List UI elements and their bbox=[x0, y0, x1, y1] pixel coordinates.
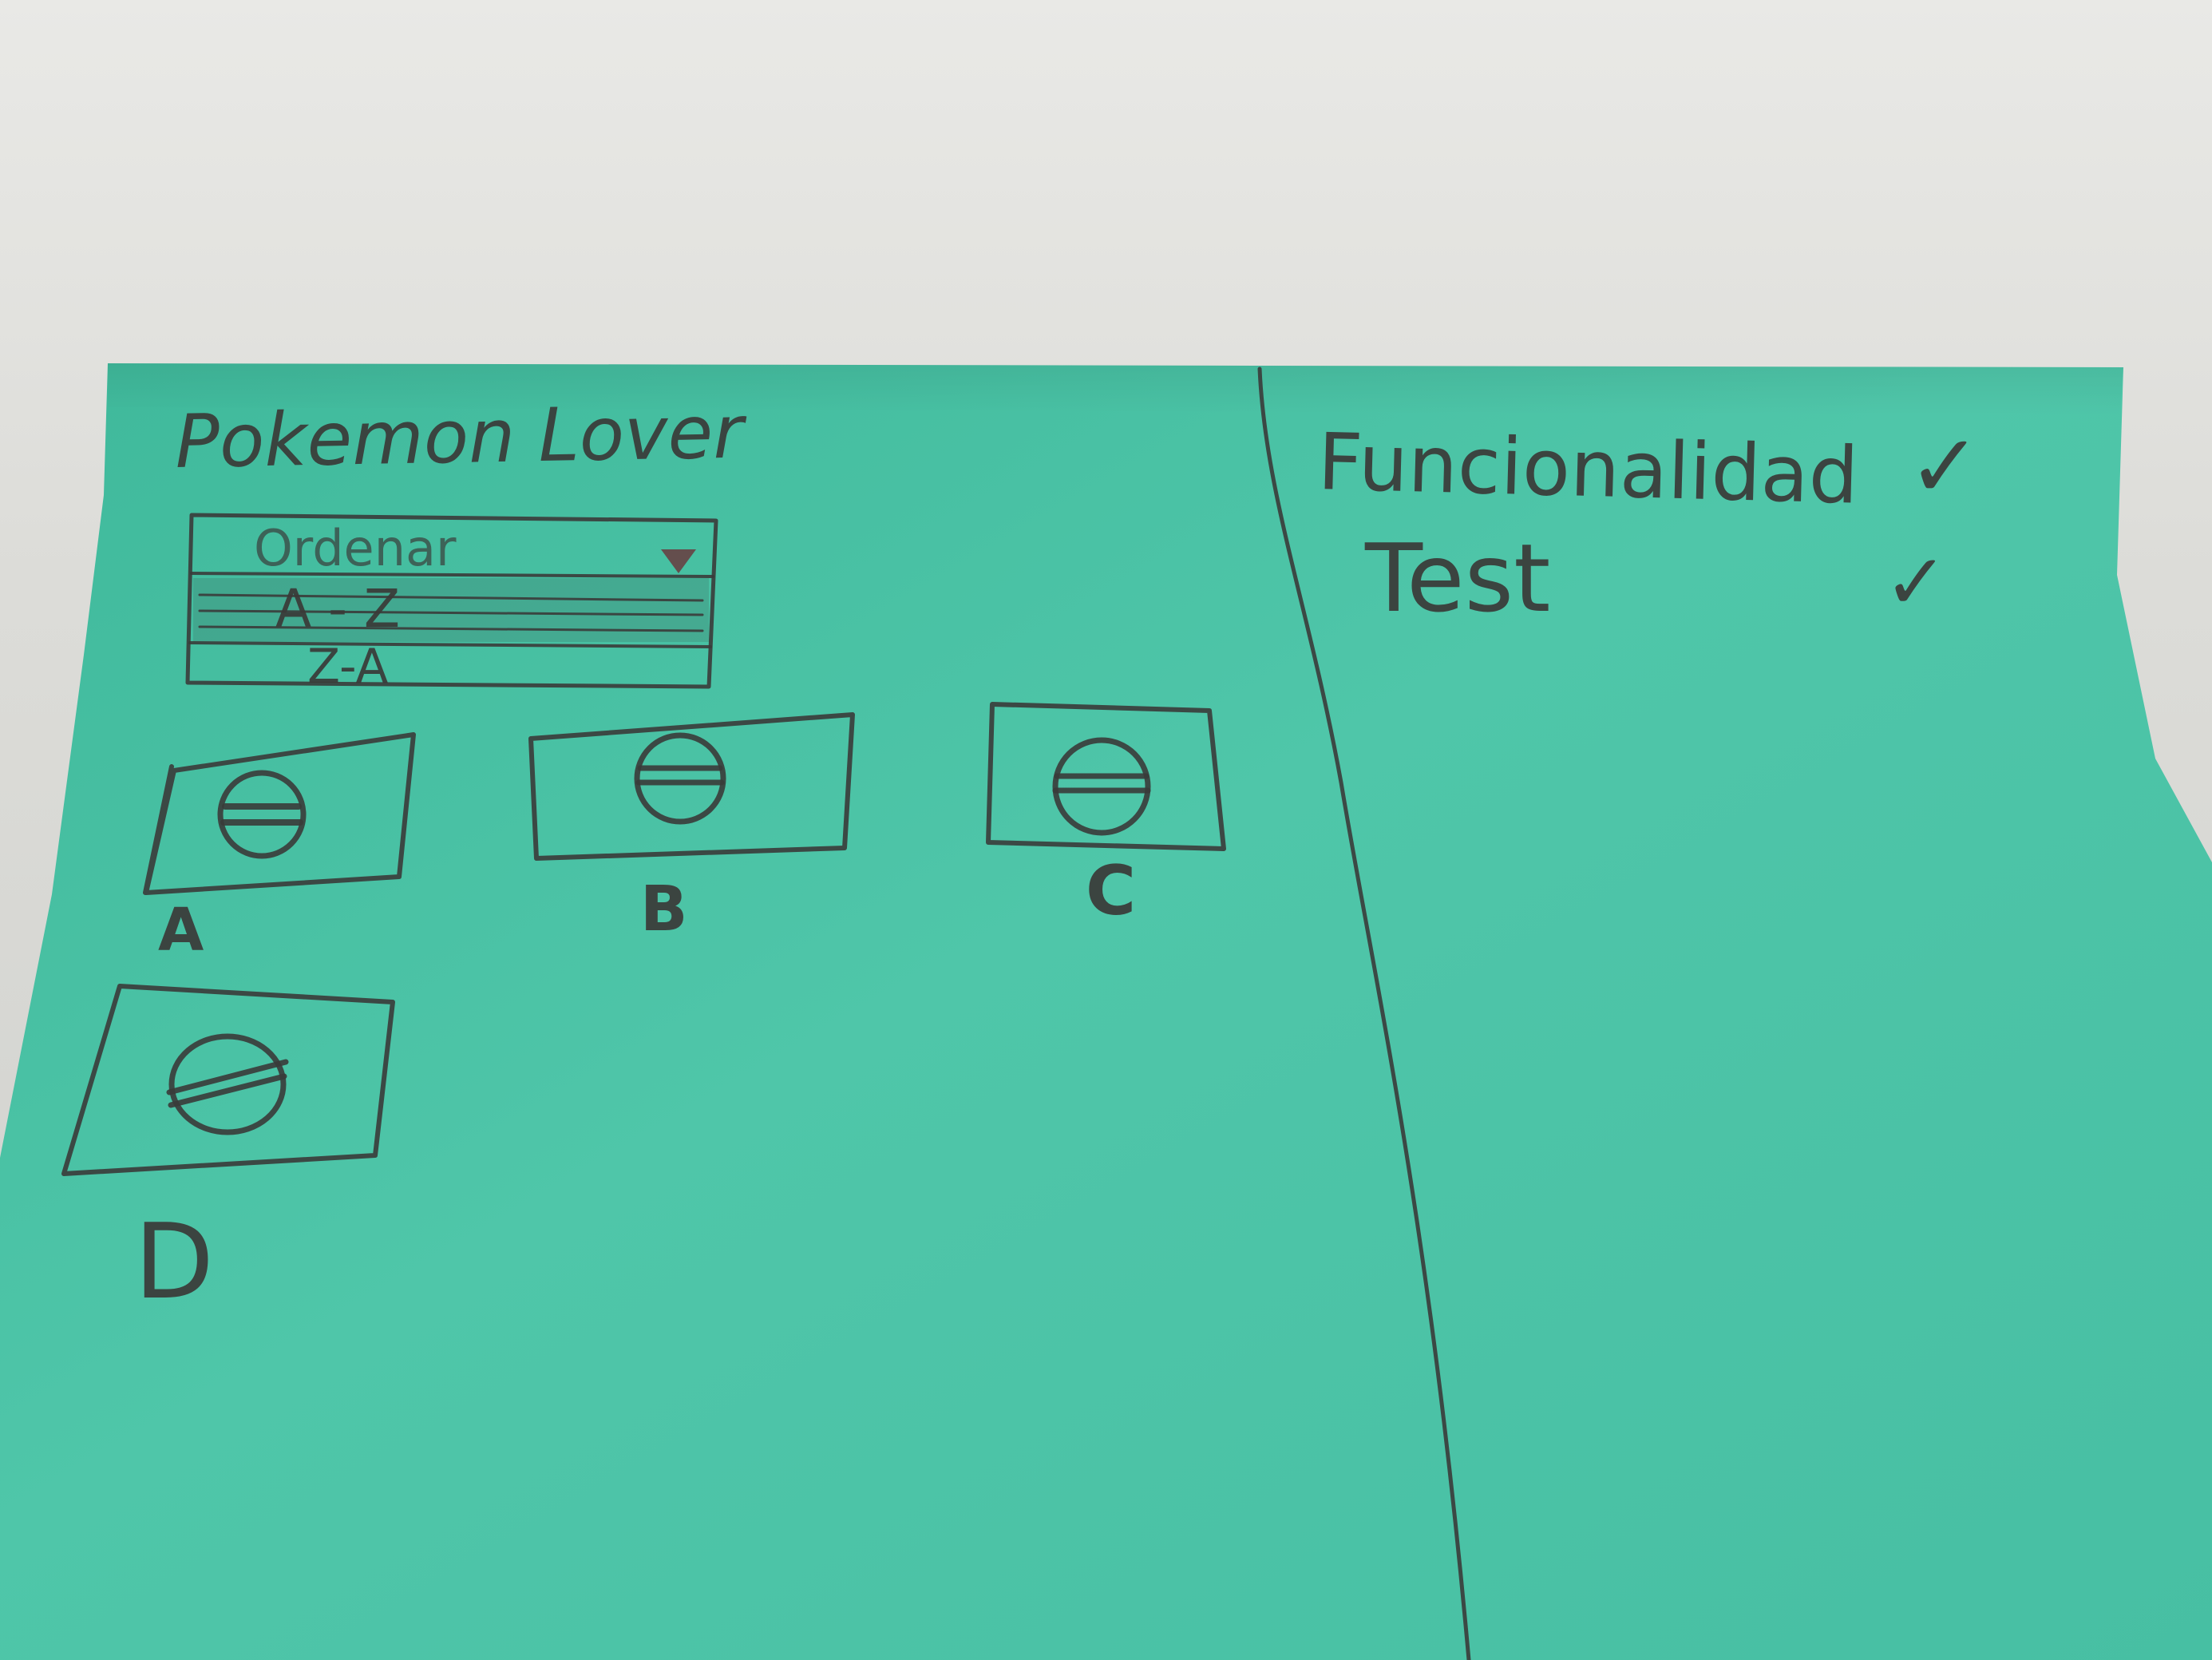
pokemon-card-c[interactable]: C bbox=[986, 702, 1226, 931]
checklist-item-funcionalidad: Funcionalidad ✓ bbox=[1316, 415, 1981, 522]
checklist-label-funcionalidad: Funcionalidad bbox=[1316, 417, 1859, 522]
pokemon-card-a[interactable]: A bbox=[143, 732, 416, 965]
sort-option-a-z-label: A - Z bbox=[275, 578, 400, 640]
pokemon-card-b[interactable]: B bbox=[528, 712, 855, 945]
divider-line bbox=[1257, 366, 1471, 1660]
sort-option-a-z[interactable]: A - Z bbox=[193, 578, 709, 642]
pokeball-icon bbox=[217, 770, 307, 859]
sort-option-z-a[interactable]: Z-A bbox=[307, 639, 388, 695]
checklist: Funcionalidad ✓ Test ✓ bbox=[1316, 415, 1981, 633]
checkmark-icon: ✓ bbox=[1884, 537, 1948, 627]
app-title: Pokemon Lover bbox=[175, 390, 748, 485]
card-label-d: D bbox=[134, 1201, 214, 1322]
sort-dropdown-label: Ordenar bbox=[254, 519, 457, 577]
pokemon-card-d[interactable]: D bbox=[61, 984, 395, 1322]
checkmark-icon: ✓ bbox=[1908, 415, 1981, 517]
sort-dropdown[interactable]: Ordenar A - Z Z-A bbox=[185, 513, 718, 695]
checklist-label-test: Test bbox=[1364, 523, 1550, 633]
caret-down-icon bbox=[661, 549, 696, 573]
sort-option-z-a-label: Z-A bbox=[307, 639, 388, 695]
checklist-item-test: Test ✓ bbox=[1364, 523, 1948, 633]
pokeball-icon bbox=[1052, 737, 1151, 836]
card-label-b: B bbox=[640, 874, 687, 945]
pokeball-icon bbox=[166, 1033, 289, 1135]
card-label-c: C bbox=[1086, 851, 1136, 931]
card-label-a: A bbox=[158, 896, 204, 965]
pokeball-icon bbox=[634, 732, 726, 825]
